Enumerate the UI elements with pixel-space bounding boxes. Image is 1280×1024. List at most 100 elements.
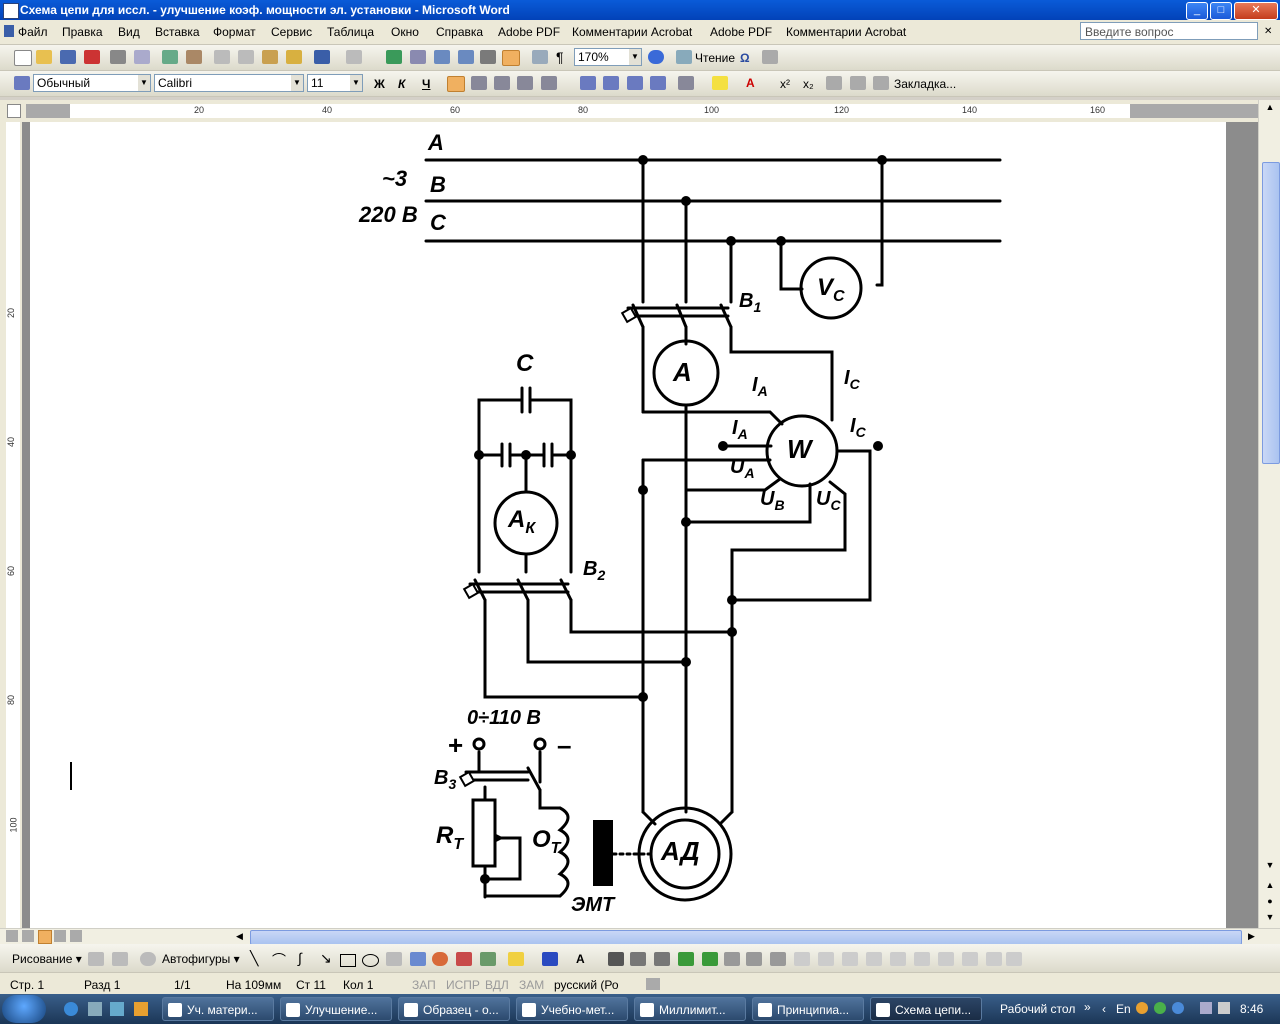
shadow-icon[interactable] (678, 952, 694, 966)
font-color-draw-icon[interactable]: A (576, 952, 585, 966)
tab-selector[interactable] (7, 104, 21, 118)
curve-icon[interactable]: ⌒ (272, 952, 286, 968)
draw-tool-icon-6[interactable] (842, 952, 858, 966)
italic-button[interactable]: К (398, 77, 406, 91)
normal-view-icon[interactable] (6, 930, 18, 942)
spelling-status-icon[interactable] (646, 978, 660, 990)
reading-label[interactable]: Чтение (695, 51, 736, 65)
outline-view-icon[interactable] (54, 930, 66, 942)
prev-page-icon[interactable]: ▲ (1265, 880, 1275, 890)
language-indicator[interactable]: En (1116, 1002, 1131, 1016)
save-icon[interactable] (60, 50, 76, 64)
bookmark-icon[interactable] (873, 76, 889, 90)
decrease-indent-icon[interactable] (627, 76, 643, 90)
font-select[interactable]: Calibri▼ (154, 74, 304, 92)
align-right-icon[interactable] (494, 76, 510, 90)
draw-tool-icon-12[interactable] (986, 952, 1002, 966)
document-icon[interactable] (4, 25, 14, 37)
scribble-icon[interactable]: ∫ (298, 950, 302, 966)
dash-style-icon[interactable] (630, 952, 646, 966)
scroll-right-icon[interactable]: ▶ (1248, 931, 1255, 941)
redo-icon[interactable] (346, 50, 362, 64)
zoom-select[interactable]: 170%▼ (574, 48, 642, 66)
menu-view[interactable]: Вид (118, 25, 140, 39)
fill-color-icon[interactable] (508, 952, 524, 966)
help-icon[interactable] (648, 50, 664, 64)
font-size-select[interactable]: 11▼ (307, 74, 363, 92)
minimize-button[interactable]: _ (1186, 2, 1208, 20)
switch-windows-icon[interactable] (110, 1002, 124, 1016)
start-button[interactable] (2, 995, 46, 1023)
line-color-icon[interactable] (542, 952, 558, 966)
permission-icon[interactable] (84, 50, 100, 64)
tray-icon-3[interactable] (1172, 1002, 1184, 1014)
print-icon[interactable] (110, 50, 126, 64)
superscript-icon[interactable]: x² (780, 77, 790, 91)
horizontal-ruler[interactable]: 20 40 60 80 100 120 140 160 (0, 100, 1280, 122)
styles-icon[interactable] (14, 76, 30, 90)
browse-object-icon[interactable]: ● (1267, 896, 1273, 906)
status-trk[interactable]: ИСПР (446, 978, 480, 992)
style-select[interactable]: Обычный▼ (33, 74, 151, 92)
h-scroll-thumb[interactable] (250, 930, 1242, 945)
format-painter-icon[interactable] (286, 50, 302, 64)
diagram-icon[interactable] (432, 952, 448, 966)
web-view-icon[interactable] (22, 930, 34, 942)
tray-icon-1[interactable] (1136, 1002, 1148, 1014)
arrow-style-icon[interactable] (654, 952, 670, 966)
tables-borders-icon[interactable] (410, 50, 426, 64)
ask-question-input[interactable]: Введите вопрос (1080, 22, 1258, 40)
menu-window[interactable]: Окно (391, 25, 419, 39)
oval-icon[interactable] (362, 954, 379, 967)
document-page[interactable]: A B C ~3 220 В VC B1 A IA IC IA IC W UA … (30, 122, 1226, 928)
select-objects-icon[interactable] (88, 952, 104, 966)
draw-tool-icon-2[interactable] (746, 952, 762, 966)
reading-view-icon[interactable] (70, 930, 82, 942)
status-ovr[interactable]: ЗАМ (519, 978, 545, 992)
underline-button[interactable]: Ч (422, 77, 431, 91)
rotate-icon[interactable] (112, 952, 128, 966)
drawing-menu[interactable]: Рисование ▾ (12, 952, 82, 966)
scroll-down-icon[interactable]: ▼ (1265, 860, 1275, 870)
text-direction-icon[interactable] (762, 50, 778, 64)
picture-icon[interactable] (480, 952, 496, 966)
close-doc-icon[interactable]: ✕ (1264, 26, 1273, 37)
media-player-icon[interactable] (134, 1002, 148, 1016)
increase-indent-icon[interactable] (650, 76, 666, 90)
autoshapes-icon[interactable] (140, 952, 156, 966)
arrow-icon[interactable]: ↘ (320, 950, 332, 966)
align-left-icon[interactable] (447, 76, 465, 92)
vertical-scrollbar[interactable]: ▲ ▼ ▲ ● ▼ (1258, 100, 1280, 928)
justify-icon[interactable] (517, 76, 533, 90)
next-page-icon[interactable]: ▼ (1265, 912, 1275, 922)
char-scale-icon[interactable] (826, 76, 842, 90)
paste-icon[interactable] (262, 50, 278, 64)
menu-help[interactable]: Справка (436, 25, 484, 39)
clock[interactable]: 8:46 (1240, 1002, 1264, 1016)
reading-icon[interactable] (676, 50, 692, 64)
menu-adobe-pdf[interactable]: Adobe PDF (498, 25, 561, 39)
highlight-icon[interactable] (712, 76, 728, 90)
circuit-diagram[interactable] (30, 122, 1226, 928)
task-item-active[interactable]: Схема цепи... (870, 997, 982, 1021)
bookmark-label[interactable]: Закладка... (894, 77, 957, 91)
tray-expand-icon[interactable]: ‹ (1102, 1002, 1106, 1016)
status-ext[interactable]: ВДЛ (485, 978, 509, 992)
menu-edit[interactable]: Правка (62, 25, 103, 39)
border-icon[interactable] (678, 76, 694, 90)
drawing-toggle-icon[interactable] (502, 50, 520, 66)
horizontal-scrollbar[interactable]: ◀ ▶ (0, 928, 1280, 945)
draw-tool-icon-5[interactable] (818, 952, 834, 966)
line-style-icon[interactable] (608, 952, 624, 966)
clipart-icon[interactable] (456, 952, 472, 966)
font-color-icon[interactable]: A (746, 76, 755, 90)
align-center-icon[interactable] (471, 76, 487, 90)
research-icon[interactable] (186, 50, 202, 64)
autoshapes-menu[interactable]: Автофигуры ▾ (162, 952, 240, 966)
hyperlink-icon[interactable] (386, 50, 402, 64)
bold-button[interactable]: Ж (374, 77, 385, 91)
subscript-icon[interactable]: x₂ (803, 77, 814, 91)
draw-tool-icon-8[interactable] (890, 952, 906, 966)
task-item[interactable]: Миллимит... (634, 997, 746, 1021)
print-view-icon[interactable] (38, 930, 52, 944)
